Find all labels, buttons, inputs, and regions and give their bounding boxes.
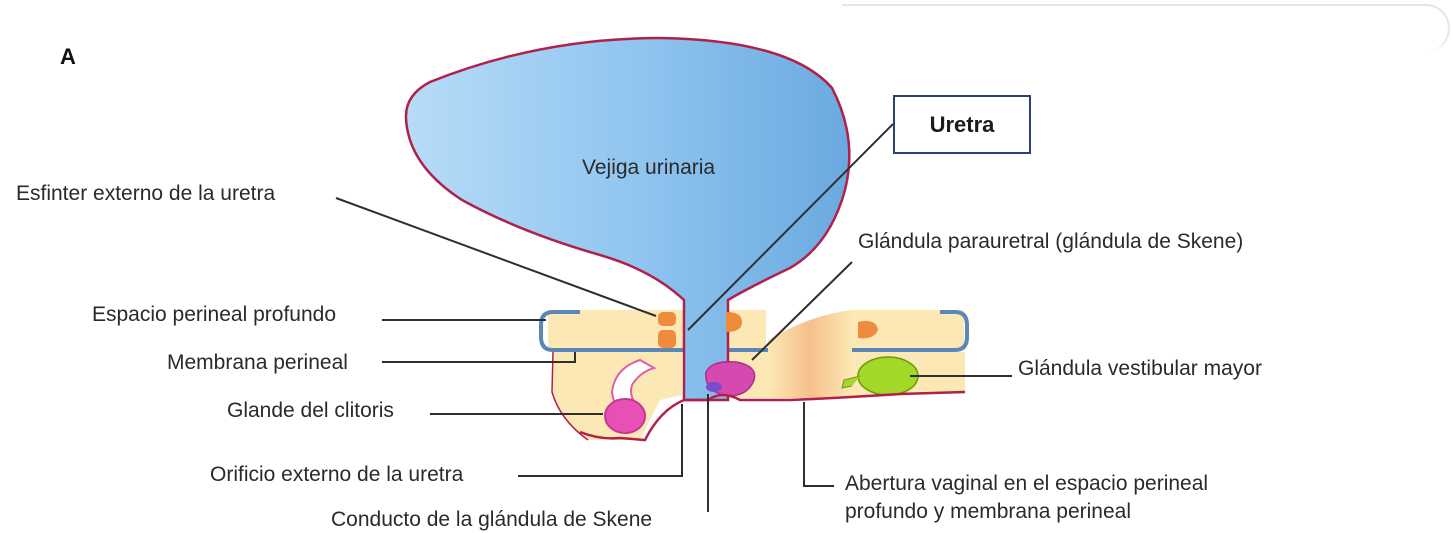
leader-paraurethral [751,261,853,361]
external-sphincter-lower [658,330,676,348]
label-greater-vestibular-gland: Glándula vestibular mayor [1018,357,1262,380]
panel-letter: A [60,44,76,69]
sphincter-right-far [858,321,878,339]
greater-vestibular-gland [857,356,919,396]
uretra-title-box: Uretra [893,95,1031,154]
label-perineal-membrane: Membrana perineal [167,351,348,374]
label-bladder: Vejiga urinaria [582,156,716,179]
label-paraurethral-gland: Glándula parauretral (glándula de Skene) [858,230,1244,253]
perineal-membrane-left [539,310,683,352]
glans-clitoris [604,398,646,434]
urinary-bladder [404,36,851,402]
leader-uretra [687,123,894,331]
vaginal-opening [768,310,852,398]
vestibular-duct [841,375,861,389]
perineal-membrane-right [852,310,969,352]
perineal-skin-line [579,390,966,442]
label-deep-perineal-space: Espacio perineal profundo [92,303,337,326]
external-sphincter-upper [658,312,676,326]
label-vaginal-opening-line2: profundo y membrana perineal [845,500,1132,523]
label-external-sphincter: Esfinter externo de la uretra [16,182,276,205]
leader-orifice [518,404,683,477]
skene-duct-opening [706,382,722,392]
leader-membrane [382,352,576,363]
label-skene-duct: Conducto de la glándula de Skene [331,508,653,531]
label-glans-clitoris: Glande del clitoris [227,399,394,422]
leader-vaginal [803,402,834,487]
sphincter-right [726,312,742,332]
leader-lines [335,123,1012,512]
leader-sphincter [335,197,657,317]
label-external-urethral-orifice: Orificio externo de la uretra [210,463,464,486]
page-corner-frame [842,4,1450,52]
label-vaginal-opening-line1: Abertura vaginal en el espacio perineal [845,472,1209,495]
